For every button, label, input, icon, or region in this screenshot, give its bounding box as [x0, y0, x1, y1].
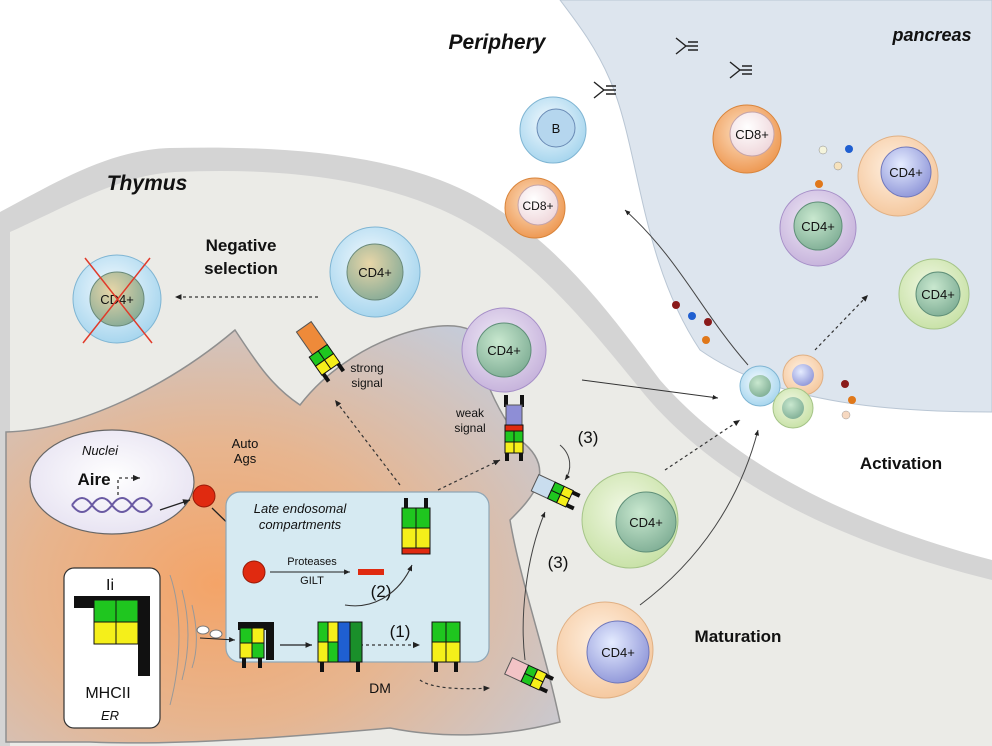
- step-3-lower-arrow: [522, 511, 546, 661]
- activation-cluster: [739, 354, 824, 429]
- mhcii-dm-complex: [317, 621, 363, 672]
- weak-to-activation-arrow: [581, 379, 719, 400]
- antibody-icon: [675, 37, 698, 55]
- green-cd4-cell: CD4+: [581, 471, 679, 569]
- activation-label: Activation: [860, 454, 942, 473]
- mhcii-ii-complex: [238, 622, 274, 668]
- b-cell-label: B: [552, 121, 561, 136]
- mhcii-er-y1: [93, 621, 117, 645]
- mhcii-loaded-2: [401, 498, 431, 555]
- ii-label: Ii: [106, 577, 114, 594]
- auto-ags-label-1: Auto: [232, 436, 259, 451]
- cytokine-dot: [845, 145, 853, 153]
- cd4-pancreas-peach-cell: CD4+: [857, 135, 939, 217]
- proteases-label: Proteases: [287, 556, 337, 568]
- maturing-cd4-label: CD4+: [601, 645, 635, 660]
- cd8-periphery-label: CD8+: [522, 199, 553, 213]
- thymus-label: Thymus: [107, 172, 188, 195]
- maturing-cd4-cell: CD4+: [556, 601, 654, 699]
- cd4-pancreas-purple-cell: CD4+: [779, 189, 857, 267]
- cd8-pancreas-label: CD8+: [735, 127, 769, 142]
- late-endosomal-label-1: Late endosomal: [254, 501, 348, 516]
- step-2-label: (2): [371, 582, 392, 601]
- cd8-pancreas-cell: CD8+: [712, 104, 782, 174]
- cd4-pancreas-b-label: CD4+: [801, 219, 835, 234]
- mhcii-loaded-1: [431, 621, 461, 672]
- cytokine-dot: [672, 301, 680, 309]
- cd4-pancreas-a-label: CD4+: [889, 165, 923, 180]
- invariant-chain: [74, 596, 150, 676]
- aire-transcription-arrow: [117, 474, 140, 495]
- mhcii-er-y2: [115, 621, 139, 645]
- cytokine-dot: [688, 312, 696, 320]
- vesicle: [209, 629, 223, 639]
- step-3-lower-label: (3): [548, 553, 569, 572]
- weak-signal-label-1: weak: [455, 406, 485, 420]
- step-3-upper-arrow: [559, 444, 571, 481]
- nuclei-label: Nuclei: [82, 443, 119, 458]
- periphery-region: [559, 0, 992, 413]
- mhcii-er-g1: [93, 599, 117, 623]
- maturation-label: Maturation: [695, 627, 782, 646]
- cd4-pancreas-green-cell: CD4+: [898, 258, 970, 330]
- weak-signal-cd4-cell: CD4+: [461, 307, 547, 393]
- deleted-cd4-cell: CD4+: [72, 254, 162, 344]
- strong-signal-cd4-cell: CD4+: [329, 226, 421, 318]
- er-to-endosome-arrow: [199, 637, 236, 643]
- negative-selection-label-1: Negative: [206, 236, 277, 255]
- vesicle: [196, 625, 210, 635]
- nucleus: [29, 429, 195, 535]
- cytokine-dot: [818, 145, 828, 155]
- negative-selection-label-2: selection: [204, 259, 278, 278]
- cd8-periphery-cell: CD8+: [504, 177, 566, 239]
- green-cell-tcr-mhc: [530, 473, 581, 511]
- aire-label: Aire: [77, 470, 110, 489]
- mhcii-label: MHCII: [85, 685, 130, 702]
- auto-ags-label-2: Ags: [234, 451, 257, 466]
- dna-helix-icon: [71, 497, 153, 513]
- cytokine-dot: [841, 410, 851, 420]
- mhcii-er-g2: [115, 599, 139, 623]
- green-cd4-label: CD4+: [629, 515, 663, 530]
- activation-to-pancreas-arrow: [814, 294, 869, 351]
- auto-antigen: [192, 484, 216, 508]
- strong-signal-tcr-mhc: [295, 320, 346, 383]
- antigen-in-endosome: [242, 560, 266, 584]
- step-3-upper-label: (3): [578, 428, 599, 447]
- pancreas-label: pancreas: [891, 25, 971, 45]
- antibody-icon: [729, 61, 752, 79]
- strong-cd4-label: CD4+: [358, 265, 392, 280]
- maturing-to-activation-arrow: [639, 429, 759, 606]
- strong-signal-label-1: strong: [350, 361, 383, 375]
- peptide: [358, 569, 384, 575]
- golgi-vesicles: [169, 574, 197, 706]
- peptide-loading-arrow: [344, 564, 413, 607]
- cytokine-dot: [833, 161, 843, 171]
- step-1-label: (1): [390, 622, 411, 641]
- cytokine-dot: [704, 318, 712, 326]
- cytokine-dot: [702, 336, 710, 344]
- b-cell: B: [519, 96, 587, 164]
- periphery-label: Periphery: [449, 31, 547, 54]
- er-label: ER: [101, 708, 119, 723]
- maturing-cell-tcr-mhc: [504, 656, 554, 694]
- cytokine-dot: [815, 180, 823, 188]
- cytokine-dot: [848, 396, 856, 404]
- antibody-icon: [593, 81, 616, 99]
- weak-signal-tcr-mhc: [504, 395, 524, 461]
- dm-label: DM: [369, 680, 391, 696]
- weak-signal-label-2: signal: [454, 421, 485, 435]
- aire-to-antigen-arrow: [159, 499, 191, 511]
- cytokine-dot: [841, 380, 849, 388]
- gilt-label: GILT: [300, 575, 324, 587]
- weak-cd4-label: CD4+: [487, 343, 521, 358]
- activation-to-periphery-arrow: [624, 209, 749, 366]
- strong-signal-label-2: signal: [351, 376, 382, 390]
- late-endosomal-label-2: compartments: [259, 517, 342, 532]
- cd4-pancreas-c-label: CD4+: [921, 287, 955, 302]
